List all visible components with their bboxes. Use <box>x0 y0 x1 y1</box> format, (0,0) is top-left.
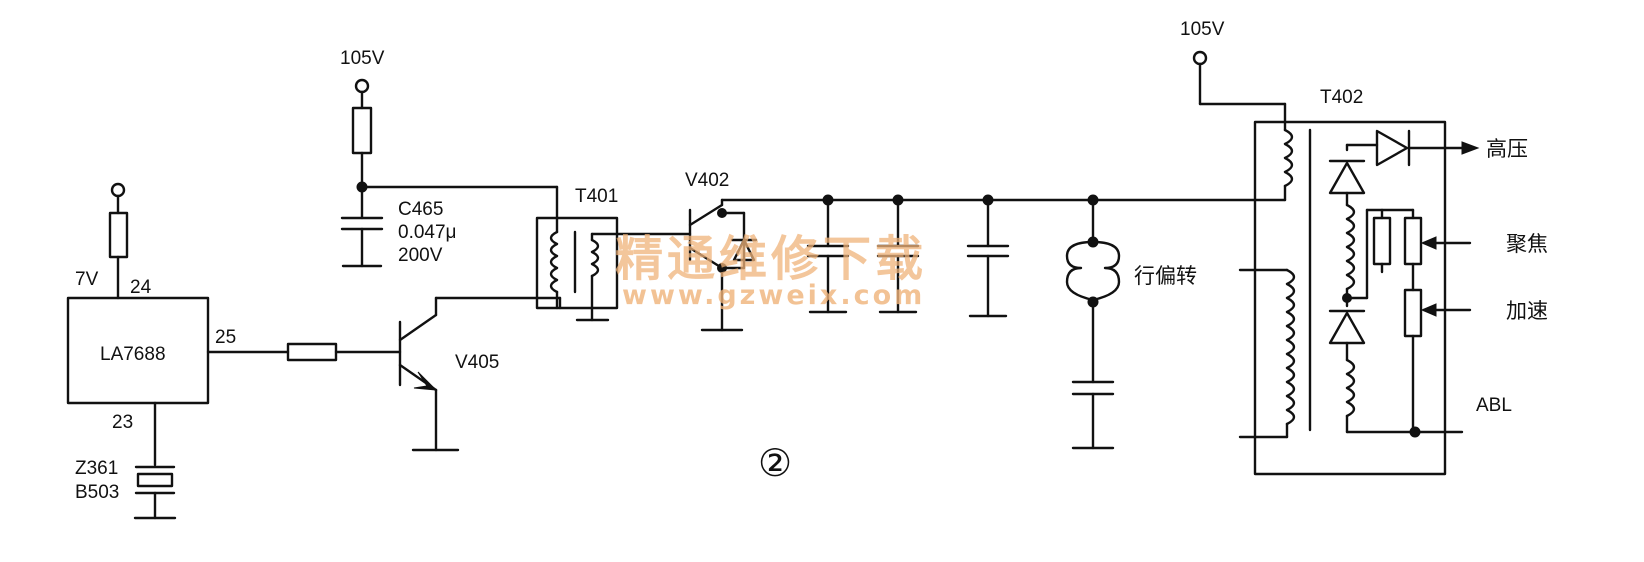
accel-label: 加速 <box>1506 299 1548 323</box>
hv-diode-3 <box>1328 311 1366 345</box>
watermark-text: 精通维修下载 <box>615 231 927 287</box>
hv-output-label: 高压 <box>1486 137 1528 161</box>
cap-voltage: 200V <box>398 245 443 266</box>
focus-label: 聚焦 <box>1506 232 1548 256</box>
t401-transformer: T401 <box>535 186 692 322</box>
v402-label: V402 <box>685 170 729 191</box>
v405-transistor: V405 <box>398 296 562 452</box>
crystal-part: B503 <box>75 482 119 503</box>
t402-label: T402 <box>1320 87 1363 108</box>
ic-la7688 <box>66 296 210 405</box>
ic-supply-voltage: 7V <box>75 269 99 290</box>
deflection-yoke: 行偏转 <box>1065 194 1197 450</box>
hv-diode-1 <box>1328 161 1366 195</box>
figure-number: ② <box>758 441 792 485</box>
t401-label: T401 <box>575 186 618 207</box>
v405-label: V405 <box>455 352 499 373</box>
supply-left-resistor <box>351 106 373 155</box>
left-supply-section: 105V C465 0.047μ 200V <box>340 48 559 268</box>
crystal-ref: Z361 <box>75 458 118 479</box>
damper-diode <box>732 238 756 262</box>
supply-right-terminal <box>1192 50 1208 66</box>
v402-transistor: V402 <box>685 170 1287 332</box>
cap-ref: C465 <box>398 199 443 220</box>
supply-left-label: 105V <box>340 48 385 69</box>
hv-diode-2 <box>1375 129 1409 167</box>
pin24-label: 24 <box>130 277 152 298</box>
crystal-z361 <box>136 472 174 488</box>
pin25-label: 25 <box>215 327 236 348</box>
t402-flyback: 105V T402 高压 <box>1180 19 1548 476</box>
pin23-label: 23 <box>112 412 133 433</box>
supply-left-terminal <box>354 78 370 94</box>
watermark-url: www.gzweix.com <box>622 280 925 311</box>
ic-section: LA7688 7V 24 25 23 Z361 B503 <box>66 182 402 520</box>
ic-supply-terminal <box>110 182 126 198</box>
retrace-capacitors <box>806 194 1010 318</box>
base-resistor <box>286 342 338 362</box>
abl-label: ABL <box>1476 395 1512 416</box>
accel-potentiometer <box>1403 288 1423 338</box>
ic-label: LA7688 <box>100 344 166 365</box>
focus-potentiometer <box>1403 216 1423 266</box>
focus-resistor-a <box>1372 216 1392 266</box>
yoke-label: 行偏转 <box>1134 264 1197 288</box>
supply-right-label: 105V <box>1180 19 1225 40</box>
ic-supply-resistor <box>108 211 129 259</box>
cap-value: 0.047μ <box>398 222 457 243</box>
